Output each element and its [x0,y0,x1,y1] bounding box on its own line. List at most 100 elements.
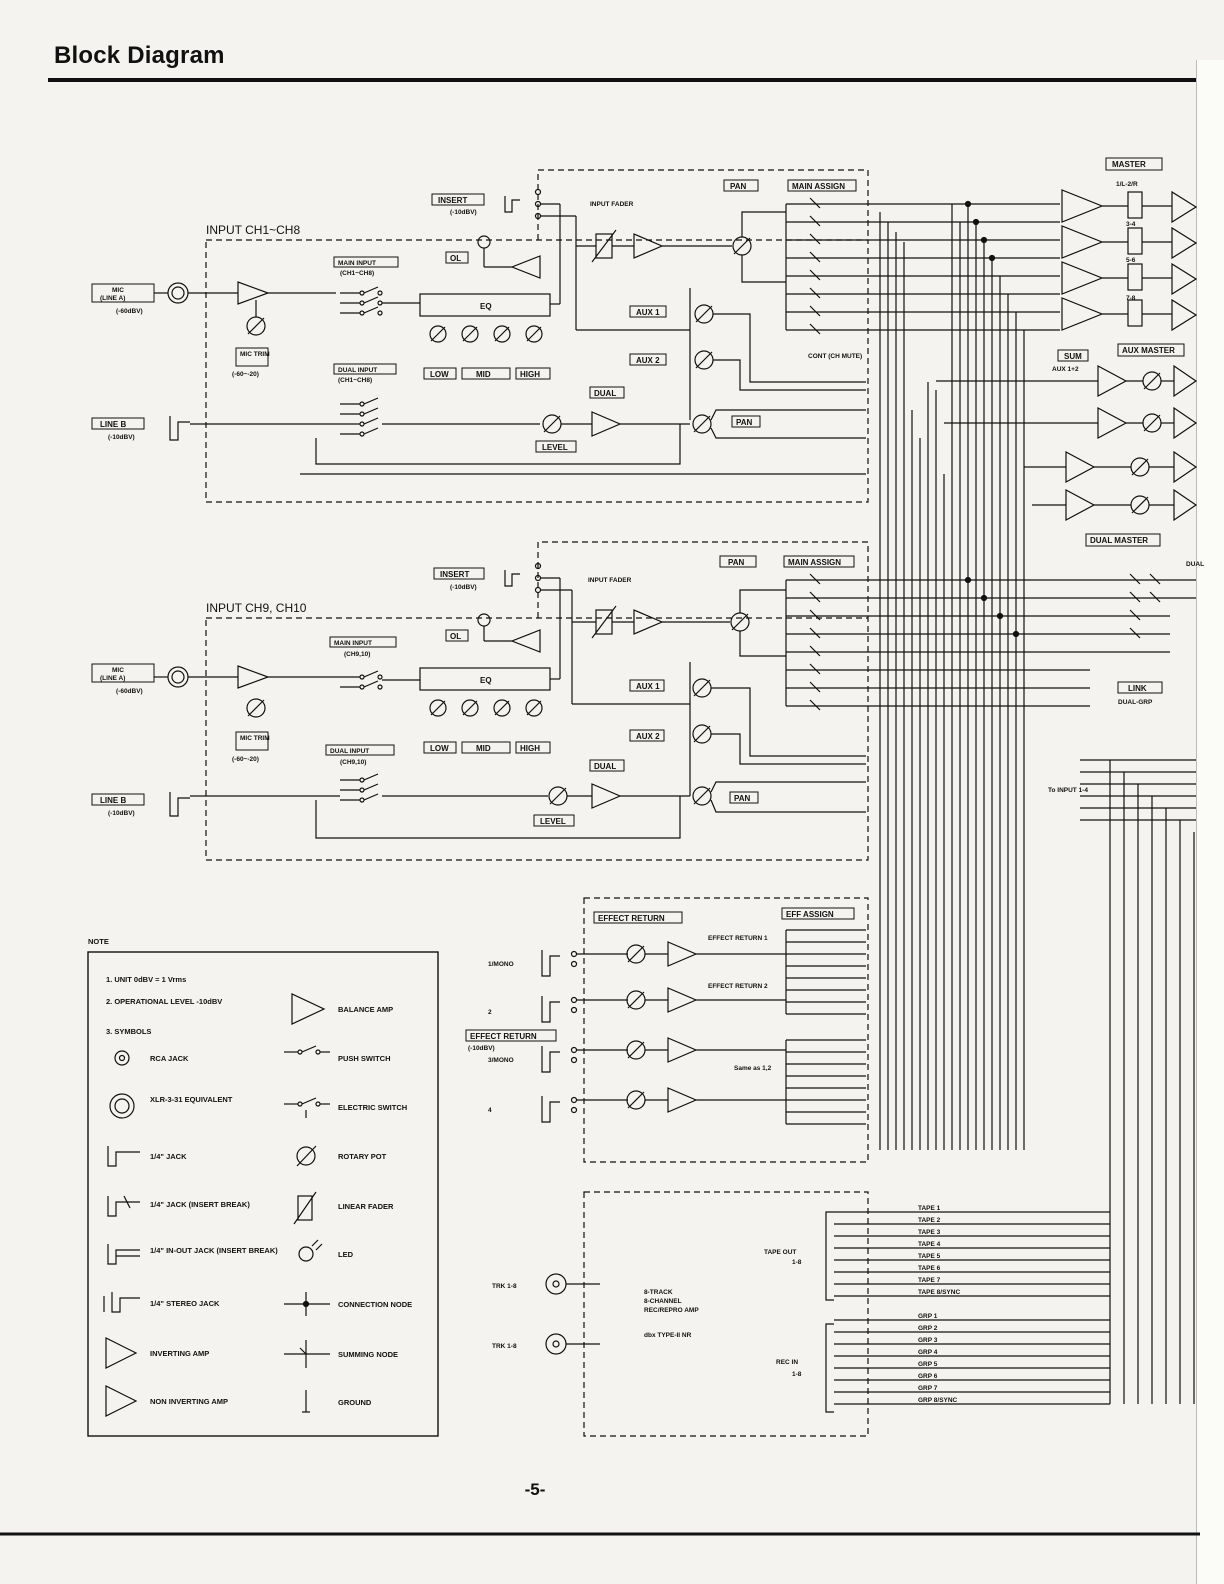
ch1-8-title: INPUT CH1~CH8 [206,223,300,237]
title-rule [48,78,1198,82]
ch9-main-assign-box [783,555,855,568]
tape-out-label: TAPE OUT [764,1249,796,1256]
master-label: MASTER [1112,160,1146,169]
dual-pan-box [731,415,761,428]
legend-inout-icon [107,1244,140,1265]
ch9-main-assign-switches [785,573,866,711]
legend-stereo-icon [111,1292,140,1313]
eff-assign-switches [785,929,866,1125]
main-assign-switches [785,197,866,335]
dual-box [589,386,625,399]
ch9-mic-trim-pot-icon [246,698,266,718]
main-input-sub: (CH1~CH8) [340,270,374,277]
page-number: -5- [524,1480,546,1499]
dual-pan-pot-icon [692,414,712,434]
legend-electric-switch-label: ELECTRIC SWITCH [338,1103,407,1112]
dual-level-box [535,440,577,453]
mic-amp-icon [237,281,270,305]
aux12-label: AUX 1+2 [1052,366,1079,373]
ch9-insert-box [433,567,485,580]
line-b-box [91,417,145,430]
dual-master-label: DUAL MASTER [1090,536,1148,545]
rec-in-label: REC IN [776,1359,798,1366]
ch9-eq-pots [429,699,543,717]
tape-line-1: TAPE 1 [918,1205,941,1212]
pan-box [723,179,759,192]
ch9-eq-label: EQ [480,676,492,685]
eff-assign-label: EFF ASSIGN [786,910,834,919]
eq-mid-box [461,367,511,380]
ch9-mic-trim-box [235,731,269,751]
ch9-main-input-switch-icon [340,670,420,690]
grp-line-4: GRP 4 [918,1349,938,1356]
ch9-pan-box [719,555,757,568]
ch9-xlr-jack-icon [167,666,189,688]
mic-trim-label: MIC TRIM [240,351,270,358]
trk-out-rca-icon [545,1333,567,1355]
eq-low-box [423,367,457,380]
tape-line-5: TAPE 5 [918,1253,941,1260]
ch9-mic-label-box [91,663,155,683]
ch9-dual-input-box [325,744,395,756]
legend-ground-icon [302,1390,310,1413]
aux-master-amps [936,364,1198,522]
legend-balance-amp-label: BALANCE AMP [338,1005,393,1014]
ch9-mic-trim-range: (-60~-20) [232,756,259,763]
ch9-insert-jack-icon [504,570,520,587]
eq-high-pot-icon [525,325,543,343]
cont-ch-mute-label: CONT (CH MUTE) [808,353,862,360]
grp-line-3: GRP 3 [918,1337,938,1344]
dual-amp-icon [591,411,622,437]
master-pair1: 1/L-2/R [1116,181,1138,188]
same-note-label: Same as 1,2 [734,1065,772,1072]
eq-mid-gain-pot-icon [461,325,479,343]
effect-return-input-label: EFFECT RETURN [470,1032,537,1041]
ch9-10-dashed-boundary [205,617,869,861]
effect-return-jacks [541,950,578,1123]
input-fader-label: INPUT FADER [590,201,634,208]
insert-label: INSERT [438,196,467,205]
ol-label: OL [450,254,461,263]
ch9-main-assign-label: MAIN ASSIGN [788,558,841,567]
note-level: 2. OPERATIONAL LEVEL -10dBV [106,997,222,1006]
trk-in-rca-icon [545,1273,567,1295]
ch9-main-input-sub: (CH9,10) [344,651,370,658]
tape-out-lines [834,1211,1110,1297]
effect-return-section: EFFECT RETURN EFF ASSIGN EFFECT RETURN (… [465,897,869,1163]
ch9-aux1-box [629,679,665,692]
ol-led-icon [477,235,491,249]
effect-ret1-label: EFFECT RETURN 1 [708,935,768,942]
line-b-label: LINE B [100,420,126,429]
legend-stereo-label: 1/4" STEREO JACK [150,1299,220,1308]
input-ch9-10-section: INPUT CH9, CH10 MIC (LINE A) (-60dBV) MI… [91,541,869,861]
ch9-mic-level-label: (-60dBV) [116,688,143,695]
aux2-box [629,353,667,366]
legend-inverting-amp-icon [105,1337,138,1369]
xlr-inner-icon [171,286,185,300]
input-ch1-8-section: INPUT CH1~CH8 MIC (LINE A) (-60dBV) MIC … [91,169,869,503]
ch9-eq-high-label: HIGH [520,744,540,753]
ch9-mic-label: MIC [112,667,124,674]
legend-rca-label: RCA JACK [150,1054,189,1063]
ch9-insert-level: (-10dBV) [450,584,477,591]
ch9-10-title: INPUT CH9, CH10 [206,601,307,615]
eq-mid-label: MID [476,370,491,379]
legend-rotary-pot-icon [296,1146,316,1166]
aux1-label: AUX 1 [636,308,660,317]
link-box [1117,681,1163,694]
dual-input-switch-icon [340,397,540,437]
dual-input-label: DUAL INPUT [338,367,377,374]
ch9-dual-pan-label: PAN [734,794,751,803]
tape-amp-line1: 8-TRACK [644,1289,673,1296]
ch9-main-input-label: MAIN INPUT [334,640,372,647]
effect-in4-label: 4 [488,1107,492,1114]
pan-label: PAN [730,182,747,191]
grp-line-8: GRP 8/SYNC [918,1397,958,1404]
effect-return-channels [576,941,786,1113]
master-pair2: 3-4 [1126,221,1136,228]
line-b-jack-icon [169,416,190,441]
ch9-line-b-box [91,793,145,806]
legend-balance-amp-icon [291,993,326,1025]
legend-rca-icon [114,1050,130,1066]
dual-input-box [333,363,397,375]
